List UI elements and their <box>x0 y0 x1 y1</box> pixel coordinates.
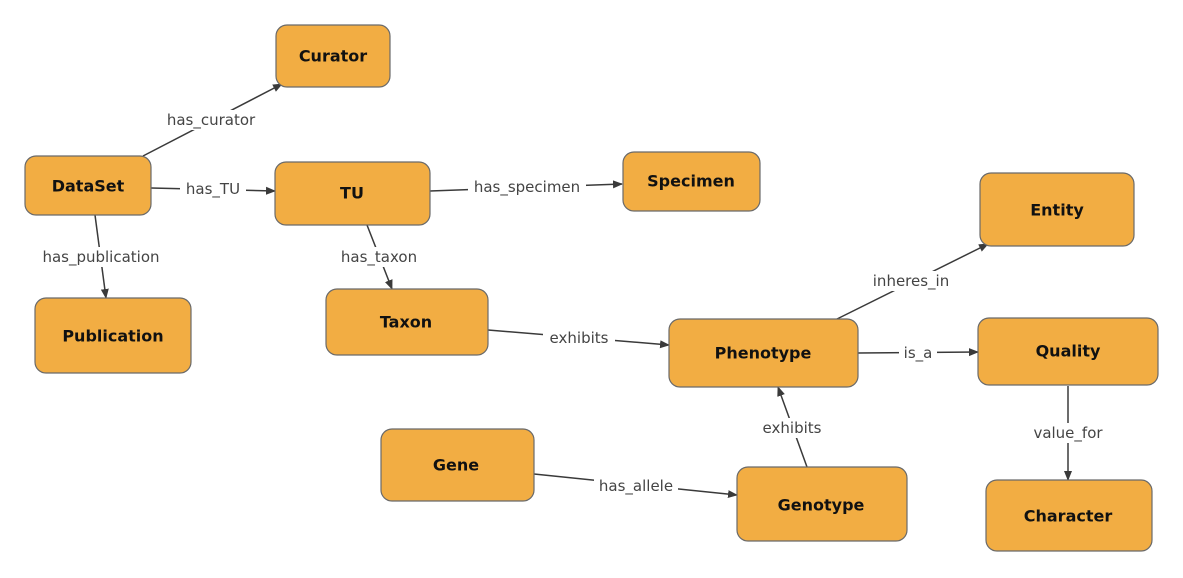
edge-label-taxon-exhibits: exhibits <box>550 329 609 347</box>
node-tu[interactable]: TU <box>274 161 431 226</box>
node-specimen[interactable]: Specimen <box>622 151 761 212</box>
node-quality[interactable]: Quality <box>977 317 1159 386</box>
edge-label-has-tu: has_TU <box>186 180 240 199</box>
edge-label-has-curator: has_curator <box>167 111 256 130</box>
node-curator[interactable]: Curator <box>275 24 391 88</box>
edge-label-has-publication: has_publication <box>42 248 159 267</box>
node-label-publication: Publication <box>62 327 163 346</box>
node-dataset[interactable]: DataSet <box>24 155 152 216</box>
node-label-tu: TU <box>340 184 364 203</box>
node-label-specimen: Specimen <box>647 172 735 191</box>
edge-is-a: is_a <box>857 343 979 363</box>
edge-has-publication: has_publication <box>34 214 168 299</box>
edge-label-inheres-in: inheres_in <box>873 272 949 291</box>
edge-value-for: value_for <box>1027 386 1109 481</box>
node-label-entity: Entity <box>1030 201 1084 220</box>
node-label-taxon: Taxon <box>380 313 432 332</box>
node-label-dataset: DataSet <box>52 177 125 196</box>
edge-has-specimen: has_specimen <box>429 177 623 197</box>
node-label-gene: Gene <box>433 456 479 475</box>
node-character[interactable]: Character <box>985 479 1153 552</box>
node-phenotype[interactable]: Phenotype <box>668 318 859 388</box>
edge-label-has-specimen: has_specimen <box>474 178 580 197</box>
edge-has-curator: has_curator <box>142 83 283 157</box>
edge-label-has-taxon: has_taxon <box>341 248 417 267</box>
node-label-genotype: Genotype <box>778 496 865 515</box>
node-publication[interactable]: Publication <box>34 297 192 374</box>
edge-label-genotype-exhibits: exhibits <box>763 419 822 437</box>
edge-label-value-for: value_for <box>1033 424 1103 443</box>
edge-label-is-a: is_a <box>904 344 933 363</box>
node-label-phenotype: Phenotype <box>715 344 812 363</box>
edge-inheres-in: inheres_in <box>836 243 989 320</box>
node-label-quality: Quality <box>1036 342 1101 361</box>
edge-genotype-exhibits: exhibits <box>756 386 828 468</box>
node-taxon[interactable]: Taxon <box>325 288 489 356</box>
node-label-curator: Curator <box>299 47 367 66</box>
edge-label-has-allele: has_allele <box>599 477 673 496</box>
edge-taxon-exhibits: exhibits <box>487 328 670 349</box>
edge-has-taxon: has_taxon <box>335 224 423 290</box>
edge-has-tu: has_TU <box>150 179 276 199</box>
node-label-character: Character <box>1024 507 1113 526</box>
edge-has-allele: has_allele <box>533 473 738 499</box>
node-gene[interactable]: Gene <box>380 428 535 502</box>
node-genotype[interactable]: Genotype <box>736 466 908 542</box>
node-entity[interactable]: Entity <box>979 172 1135 247</box>
